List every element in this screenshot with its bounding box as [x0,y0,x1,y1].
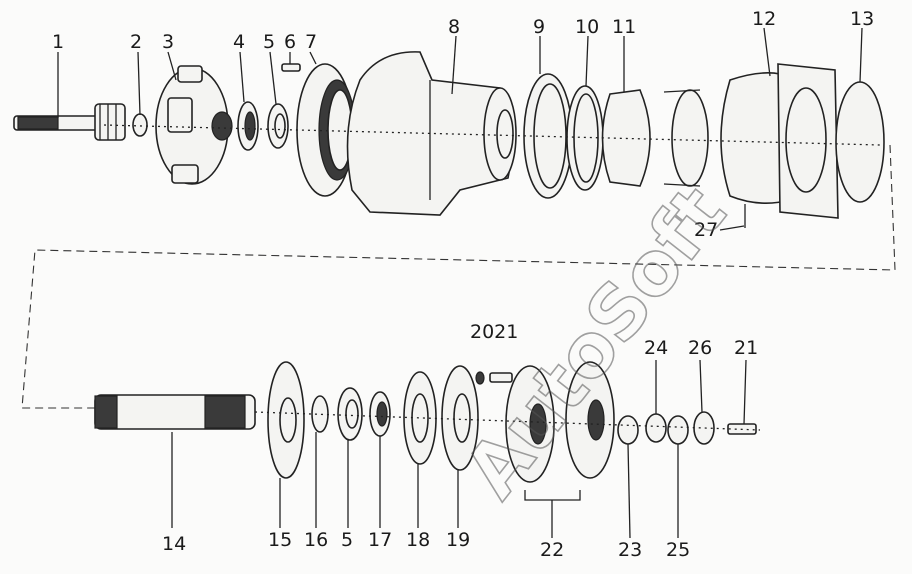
leader-lines [57,27,863,539]
part-24-bearing [645,413,667,443]
part-15-washer [267,361,305,479]
part-23-bearing [617,415,639,445]
label-6: 6 [284,31,296,53]
label-4: 4 [233,31,245,53]
axis-line-bottom [254,411,761,431]
part-13-o-ring [835,81,885,203]
label-5-top: 5 [263,31,275,53]
part-5-spacer [267,103,289,149]
label-9: 9 [533,16,545,38]
part-3-planet-carrier [155,65,233,185]
part-18-thrust-plate [403,371,437,465]
label-15: 15 [268,529,292,551]
part-22-gear-pair [505,361,615,501]
label-21: 21 [734,337,758,359]
label-17: 17 [368,529,392,551]
label-1: 1 [52,31,64,53]
label-12: 12 [752,8,776,30]
part-25-bearing [667,415,689,445]
label-3: 3 [162,31,174,53]
label-11: 11 [612,16,636,38]
part-14-shaft [94,394,256,430]
label-8: 8 [448,16,460,38]
part-7-ring-gear [296,63,356,197]
label-25: 25 [666,539,690,561]
part-17-bearing [369,391,391,437]
part-16-ring [311,395,329,433]
part-12-cover [720,63,839,219]
label-16: 16 [304,529,328,551]
part-1-shaft [13,103,126,141]
label-2021: 2021 [470,321,518,343]
part-8-housing [346,51,517,216]
part-2-ring [132,113,148,137]
label-10: 10 [575,16,599,38]
part-labels: 1 2 3 4 5 6 7 8 9 10 11 12 13 27 2021 24… [52,8,874,561]
label-14: 14 [162,533,186,555]
part-4-bearing [237,101,259,151]
part-5b-spacer [337,387,363,441]
part-6-pin [281,63,301,72]
part-19-thrust-plate [441,365,479,471]
label-24: 24 [644,337,668,359]
label-22: 22 [540,539,564,561]
part-11-bearing-cup [601,89,709,187]
label-5-bottom: 5 [341,529,353,551]
label-19: 19 [446,529,470,551]
label-18: 18 [406,529,430,551]
label-2: 2 [130,31,142,53]
label-27: 27 [694,219,718,241]
part-2021-bolt [475,371,513,385]
label-13: 13 [850,8,874,30]
label-23: 23 [618,539,642,561]
label-26: 26 [688,337,712,359]
label-7: 7 [305,31,317,53]
connector-dashed-line [21,144,896,409]
